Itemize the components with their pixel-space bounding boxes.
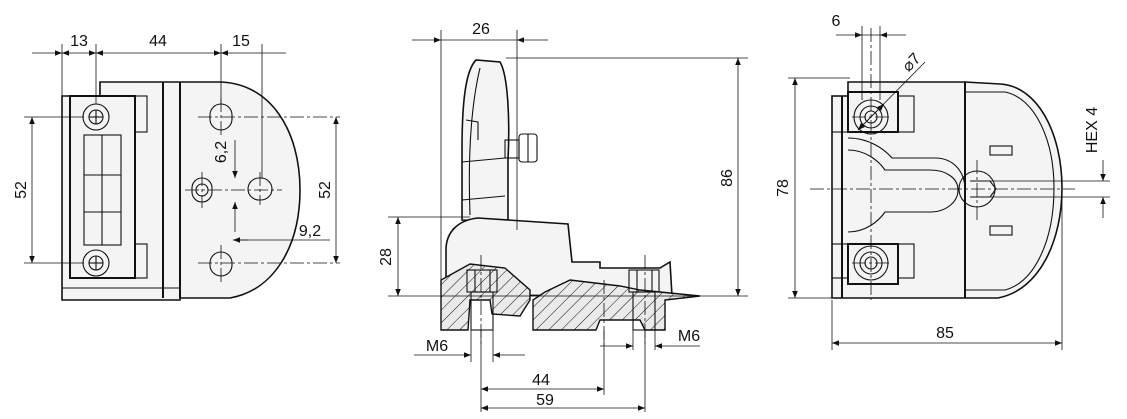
dim-front-13: 13 — [70, 33, 88, 50]
dim-front-9-2: 9,2 — [299, 223, 321, 240]
back-view: 6 ⌀7 78 HEX 4 85 — [775, 13, 1110, 350]
dim-side-44: 44 — [532, 372, 550, 389]
dim-front-6-2: 6,2 — [213, 141, 230, 163]
dim-back-85: 85 — [936, 325, 954, 342]
dim-back-hex4: HEX 4 — [1084, 107, 1101, 153]
dim-side-59: 59 — [536, 392, 554, 409]
dim-side-m6-right: M6 — [678, 328, 700, 345]
dim-side-86: 86 — [719, 169, 736, 187]
dim-side-28: 28 — [378, 248, 395, 266]
dim-back-78: 78 — [775, 179, 792, 197]
dim-back-dia7: ⌀7 — [899, 50, 924, 75]
dim-side-26: 26 — [472, 21, 490, 38]
dim-front-44: 44 — [149, 33, 167, 50]
dim-front-52-left: 52 — [13, 181, 30, 199]
dim-side-m6-left: M6 — [426, 338, 448, 355]
front-view: 13 44 15 52 52 6,2 9,2 — [13, 33, 340, 301]
dim-front-52-right: 52 — [317, 181, 334, 199]
side-view: 26 86 28 M6 M6 44 59 — [378, 21, 748, 412]
dim-front-15: 15 — [232, 33, 250, 50]
dim-back-6: 6 — [832, 13, 841, 30]
